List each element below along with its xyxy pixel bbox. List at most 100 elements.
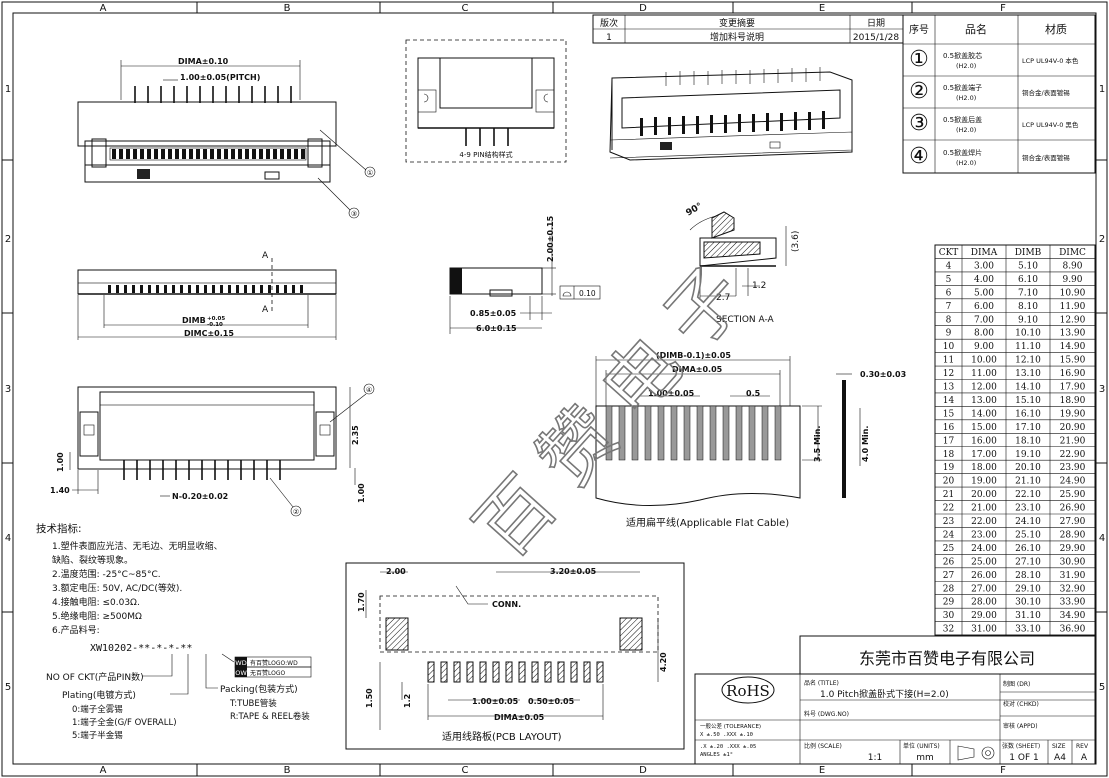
fc-dim-dima: DIMA±0.05 <box>672 365 723 374</box>
fc-dim-pitch: 1.00±0.05 <box>648 389 695 398</box>
parts-material: 铜合金/表面镀锡 <box>1022 153 1070 162</box>
approved-label: 审核 (APPD) <box>1003 722 1038 730</box>
ckt-cell: 10.90 <box>1060 288 1086 298</box>
ckt-cell: 18 <box>943 450 955 460</box>
ckt-cell: 17.90 <box>1060 383 1086 393</box>
ckt-cell: 13.90 <box>1060 329 1086 339</box>
ckt-cell: 11 <box>943 356 954 366</box>
ckt-cell: 32.90 <box>1060 584 1086 594</box>
col-label: A <box>100 3 107 14</box>
caption-pin-style: 4-9 PIN结构样式 <box>459 150 512 159</box>
ckt-cell: 15.10 <box>1015 396 1041 406</box>
ckt-cell: 10 <box>943 342 955 352</box>
ckt-cell: 26.90 <box>1060 504 1086 514</box>
dim-1-2: 1.2 <box>752 281 766 291</box>
rev-cell: 增加料号说明 <box>710 31 764 43</box>
col-label: A <box>100 765 107 776</box>
ckt-cell: 14 <box>943 396 955 406</box>
logo-note: 无百赞LOGO <box>250 669 286 677</box>
section-mark-a: A <box>262 251 269 261</box>
rev-header-date: 日期 <box>867 18 885 29</box>
parts-name: 0.5掀盖后盖 <box>943 115 982 124</box>
ckt-cell: 24 <box>943 530 955 540</box>
dim-dima-top: DIMA±0.10 <box>178 57 229 66</box>
ckt-cell: 8.90 <box>1062 261 1082 271</box>
parts-no: ② <box>909 79 929 104</box>
ckt-cell: 30.90 <box>1060 557 1086 567</box>
col-label: B <box>284 765 291 776</box>
ckt-cell: 8.10 <box>1018 302 1038 312</box>
ckt-cell: 27.90 <box>1060 517 1086 527</box>
row-label: 1 <box>5 84 11 95</box>
ckt-cell: 10.00 <box>971 356 997 366</box>
ckt-cell: 11.00 <box>971 369 997 379</box>
pcb-dim-pitch: 1.00±0.05 <box>472 697 519 706</box>
parts-name: 0.5掀盖端子 <box>943 83 982 92</box>
ckt-cell: 16.00 <box>971 436 997 446</box>
parts-sub: (H2.0) <box>956 126 976 134</box>
top-view: DIMA±0.10 1.00±0.05(PITCH) <box>77 57 376 219</box>
ckt-cell: 14.10 <box>1015 383 1041 393</box>
pcb-layout-view: 2.00 3.20±0.05 1.70 CONN. 4.20 1.50 1.2 … <box>345 562 685 750</box>
callout-3: ③ <box>351 210 357 218</box>
ckt-cell: 16.10 <box>1015 409 1041 419</box>
ckt-cell: 9.90 <box>1062 275 1082 285</box>
ckt-cell: 31.10 <box>1015 611 1041 621</box>
parts-header-name: 品名 <box>965 22 987 36</box>
pcb-dim-1-70: 1.70 <box>357 592 366 612</box>
side-view: 2.00±0.15 0.10 0.85±0.05 6.0±0.15 <box>449 215 601 334</box>
ckt-cell: 34.90 <box>1060 611 1086 621</box>
ckt-cell: 21.10 <box>1015 477 1041 487</box>
packing-item: R:TAPE & REEL卷装 <box>230 711 310 722</box>
row-label: 4 <box>5 533 11 544</box>
rev-cell: 1 <box>606 33 612 43</box>
ckt-cell: 13 <box>943 383 955 393</box>
dim-0-85: 0.85±0.05 <box>470 309 517 318</box>
ckt-cell: 22.90 <box>1060 450 1086 460</box>
title-label: 品名 (TITLE) <box>804 679 839 687</box>
ckt-cell: 25.10 <box>1015 530 1041 540</box>
dim-2-00: 2.00±0.15 <box>546 215 555 262</box>
ckt-cell: 27.10 <box>1015 557 1041 567</box>
logo-code: OW <box>235 669 247 677</box>
parts-material: 铜合金/表面镀锡 <box>1022 88 1070 97</box>
ckt-cell: 20.00 <box>971 490 997 500</box>
ckt-cell: 21.90 <box>1060 436 1086 446</box>
pcb-conn-label: CONN. <box>492 600 521 609</box>
ckt-cell: 6.00 <box>974 302 994 312</box>
col-label: F <box>1000 3 1006 14</box>
section-label: SECTION A-A <box>716 315 775 325</box>
sheet-value: 1 OF 1 <box>1009 753 1038 763</box>
ckt-cell: 6 <box>946 288 952 298</box>
ckt-cell: 22 <box>943 504 954 514</box>
ckt-cell: 5.00 <box>974 288 994 298</box>
col-label: D <box>639 3 647 14</box>
ckt-cell: 29.10 <box>1015 584 1041 594</box>
ckt-cell: 15.90 <box>1060 356 1086 366</box>
tech-item: 2.温度范围: -25°C~85°C. <box>52 568 161 580</box>
ckt-cell: 4.00 <box>974 275 994 285</box>
fc-dim-3-5: 3.5 Min. <box>813 426 822 462</box>
ckt-cell: 33.10 <box>1015 625 1041 635</box>
ckt-cell: 18.90 <box>1060 396 1086 406</box>
ckt-cell: 24.00 <box>971 544 997 554</box>
plating-item: 0:端子全雾锡 <box>72 704 123 715</box>
tech-item: 5.绝缘电阻: ≥500MΩ <box>52 610 142 622</box>
ckt-cell: 12.10 <box>1015 356 1041 366</box>
ckt-cell: 14.00 <box>971 409 997 419</box>
ckt-cell: 24.10 <box>1015 517 1041 527</box>
dim-dimb: DIMB <box>182 316 206 325</box>
rev-header-summary: 变更摘要 <box>719 17 755 29</box>
frame-col-labels: A B C D E F A B C D E F <box>100 3 1007 776</box>
ckt-cell: 29.90 <box>1060 544 1086 554</box>
dim-1-00-b: 1.00 <box>357 483 366 503</box>
bottom-view: 1.00 1.40 N-0.20±0.02 2.35 1.00 ④ ② <box>50 383 375 517</box>
parts-table: 序号 品名 材质 ① 0.5掀盖胶芯 (H2.0) LCP UL94V-0 本色… <box>902 14 1096 174</box>
ckt-cell: 25.00 <box>971 557 997 567</box>
ckt-cell: 33.90 <box>1060 598 1086 608</box>
ckt-cell: 17.00 <box>971 450 997 460</box>
col-label: C <box>462 765 469 776</box>
ckt-header-cell: DIMC <box>1059 248 1086 258</box>
rev-header-version: 版次 <box>600 17 618 29</box>
